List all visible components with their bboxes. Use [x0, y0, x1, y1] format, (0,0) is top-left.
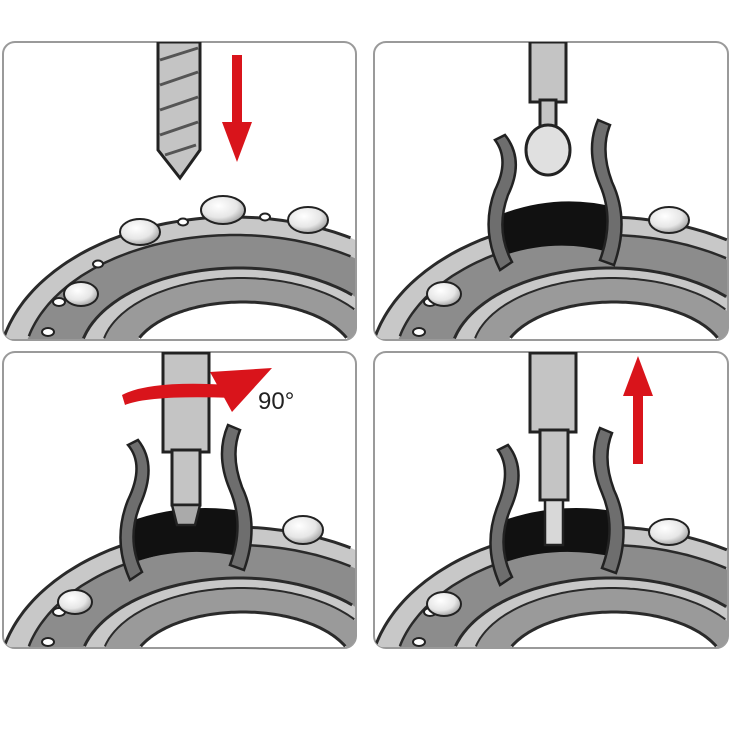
bearing-inner-ring-outline	[82, 266, 353, 340]
bearing-inner-race-outline	[103, 587, 355, 647]
extractor-tool	[528, 352, 578, 547]
panel-insert-tool	[373, 41, 729, 341]
up-arrow-icon	[623, 356, 653, 464]
bearing-balls	[41, 195, 329, 337]
bearing-inner-race-outline	[474, 587, 726, 647]
rotation-angle-label: 90°	[258, 388, 295, 415]
drill-bit	[156, 42, 202, 181]
bearing-inner-ring-outline	[453, 266, 727, 340]
bearing-bore-outline	[510, 610, 718, 648]
extractor-tool	[524, 42, 572, 177]
bearing-inner-race-outline	[474, 277, 726, 339]
retainer-clip-right	[592, 426, 625, 575]
panel-rotate-tool	[2, 351, 357, 649]
rotate-arrow-icon	[122, 368, 272, 412]
bearing-ring	[3, 215, 355, 340]
bearing-inner-ring-outline	[83, 576, 353, 647]
bearing-ring	[374, 215, 728, 340]
panel-drill	[2, 41, 357, 341]
bearing-balls	[412, 201, 690, 337]
bearing-balls	[41, 508, 324, 647]
extractor-tool	[161, 352, 211, 527]
retainer-clip-right	[220, 423, 253, 572]
retainer-clip-right	[590, 118, 623, 267]
down-arrow-icon	[222, 55, 252, 162]
bearing-bore-outline	[138, 300, 348, 339]
bearing-ring	[3, 525, 355, 648]
bearing-bore-outline	[509, 300, 719, 339]
panel-pull-out	[373, 351, 729, 649]
retainer-clip-left	[487, 133, 518, 272]
retainer-clip-left	[489, 443, 520, 587]
retainer-clip-left	[119, 438, 150, 582]
bearing-outer-race-outline	[27, 233, 351, 337]
bearing-bore-outline	[139, 610, 347, 648]
bearing-inner-race-outline	[103, 277, 355, 339]
bearing-inner-ring-outline	[454, 576, 727, 647]
